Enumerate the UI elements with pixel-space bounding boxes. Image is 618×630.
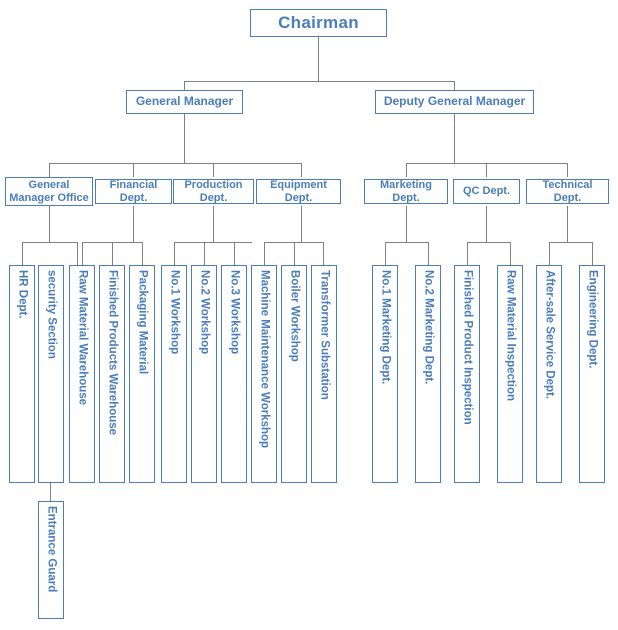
node-no2-marketing-dept[interactable]: No.2 Marketing Dept.: [415, 265, 441, 483]
node-finished-products-warehouse-label: Finished Products Warehouse: [106, 270, 119, 436]
node-after-sale-service-dept[interactable]: After-sale Service Dept.: [536, 265, 562, 483]
node-production-dept[interactable]: Production Dept.: [173, 179, 254, 204]
connector-security-to-entrance-guard: [50, 483, 51, 501]
node-no2-workshop[interactable]: No.2 Workshop: [191, 265, 217, 483]
connector-gm-to-production: [213, 163, 214, 177]
connector-technical-bar: [549, 242, 592, 243]
node-security-section-label: security Section: [45, 270, 58, 359]
node-boiler-workshop-label: Boiler Workshop: [288, 270, 301, 362]
connector-financial-to-finished-warehouse: [112, 242, 113, 265]
node-technical-dept[interactable]: Technical Dept.: [526, 179, 609, 204]
connector-gm-bar: [49, 163, 301, 164]
node-financial-dept[interactable]: Financial Dept.: [95, 179, 172, 204]
connector-production-to-w3: [234, 242, 235, 265]
connector-equipment-to-transformer: [323, 242, 324, 265]
node-transformer-substation[interactable]: Transformer Substation: [311, 265, 337, 483]
node-raw-material-inspection-label: Raw Material Inspection: [504, 270, 517, 402]
connector-office-to-hr: [22, 242, 23, 265]
connector-gm-to-equipment: [301, 163, 302, 177]
node-no2-marketing-dept-label: No.2 Marketing Dept.: [422, 270, 435, 385]
node-entrance-guard-label: Entrance Guard: [45, 506, 58, 593]
node-packaging-material[interactable]: Packaging Material: [129, 265, 155, 483]
node-equipment-dept[interactable]: Equipment Dept.: [256, 179, 341, 204]
connector-financial-stem: [133, 206, 134, 243]
node-qc-dept[interactable]: QC Dept.: [453, 179, 520, 204]
node-engineering-dept-label: Engineering Dept.: [586, 270, 599, 369]
connector-qc-stem: [486, 206, 487, 243]
connector-marketing-to-m2: [428, 242, 429, 265]
node-raw-material-warehouse[interactable]: Raw Material Warehouse: [69, 265, 95, 483]
connector-dgm-stem: [454, 114, 455, 164]
node-deputy-general-manager[interactable]: Deputy General Manager: [375, 90, 534, 114]
connector-marketing-bar: [385, 242, 428, 243]
node-transformer-substation-label: Transformer Substation: [318, 270, 331, 400]
connector-dgm-to-marketing: [406, 163, 407, 177]
connector-office-to-security: [77, 242, 78, 265]
node-general-manager-office[interactable]: General Manager Office: [5, 177, 93, 206]
node-packaging-material-label: Packaging Material: [136, 270, 149, 375]
node-engineering-dept[interactable]: Engineering Dept.: [579, 265, 605, 483]
connector-equipment-stem: [301, 206, 302, 243]
connector-equipment-bar: [264, 242, 323, 243]
connector-office-stem: [49, 206, 50, 243]
connector-dgm-to-technical: [567, 163, 568, 177]
node-raw-material-warehouse-label: Raw Material Warehouse: [76, 270, 89, 406]
node-security-section[interactable]: security Section: [38, 265, 64, 483]
node-entrance-guard[interactable]: Entrance Guard: [38, 501, 64, 619]
node-hr-dept-label: HR Dept.: [16, 270, 29, 319]
connector-production-to-w2: [204, 242, 205, 265]
connector-technical-to-engineering: [592, 242, 593, 265]
node-machine-maintenance-workshop-label: Machine Maintenance Workshop: [258, 270, 271, 449]
connector-dgm-to-qc: [486, 163, 487, 177]
connector-production-stem: [213, 206, 214, 243]
node-no3-workshop-label: No.3 Workshop: [228, 270, 241, 355]
node-after-sale-service-dept-label: After-sale Service Dept.: [543, 270, 556, 400]
connector-qc-to-finished-inspection: [467, 242, 468, 265]
connector-to-general-manager: [184, 81, 185, 91]
connector-gm-stem: [184, 114, 185, 164]
node-no3-workshop[interactable]: No.3 Workshop: [221, 265, 247, 483]
connector-financial-to-raw-warehouse: [82, 242, 83, 265]
node-no1-workshop-label: No.1 Workshop: [168, 270, 181, 355]
connector-office-bar: [22, 242, 77, 243]
connector-qc-bar: [467, 242, 510, 243]
connector-chairman-stem: [318, 37, 319, 82]
connector-production-bar: [174, 242, 252, 243]
connector-technical-to-aftersale: [549, 242, 550, 265]
connector-chairman-bar: [184, 81, 454, 82]
connector-equipment-to-machine: [264, 242, 265, 265]
node-boiler-workshop[interactable]: Boiler Workshop: [281, 265, 307, 483]
connector-gm-to-office: [49, 163, 50, 177]
connector-marketing-stem: [406, 206, 407, 243]
node-chairman[interactable]: Chairman: [250, 9, 387, 37]
connector-qc-to-raw-inspection: [510, 242, 511, 265]
connector-gm-to-financial: [133, 163, 134, 177]
node-hr-dept[interactable]: HR Dept.: [9, 265, 35, 483]
node-no2-workshop-label: No.2 Workshop: [198, 270, 211, 355]
node-finished-product-inspection-label: Finished Product Inspection: [461, 270, 474, 425]
node-finished-products-warehouse[interactable]: Finished Products Warehouse: [99, 265, 125, 483]
connector-to-deputy-general-manager: [454, 81, 455, 91]
node-raw-material-inspection[interactable]: Raw Material Inspection: [497, 265, 523, 483]
connector-technical-stem: [567, 206, 568, 243]
connector-equipment-to-boiler: [294, 242, 295, 265]
node-finished-product-inspection[interactable]: Finished Product Inspection: [454, 265, 480, 483]
node-no1-marketing-dept[interactable]: No.1 Marketing Dept.: [372, 265, 398, 483]
connector-production-to-w1: [174, 242, 175, 265]
connector-financial-to-packaging: [142, 242, 143, 265]
node-no1-workshop[interactable]: No.1 Workshop: [161, 265, 187, 483]
node-marketing-dept[interactable]: Marketing Dept.: [364, 179, 448, 204]
node-general-manager[interactable]: General Manager: [126, 90, 243, 114]
node-no1-marketing-dept-label: No.1 Marketing Dept.: [379, 270, 392, 385]
node-machine-maintenance-workshop[interactable]: Machine Maintenance Workshop: [251, 265, 277, 483]
connector-marketing-to-m1: [385, 242, 386, 265]
